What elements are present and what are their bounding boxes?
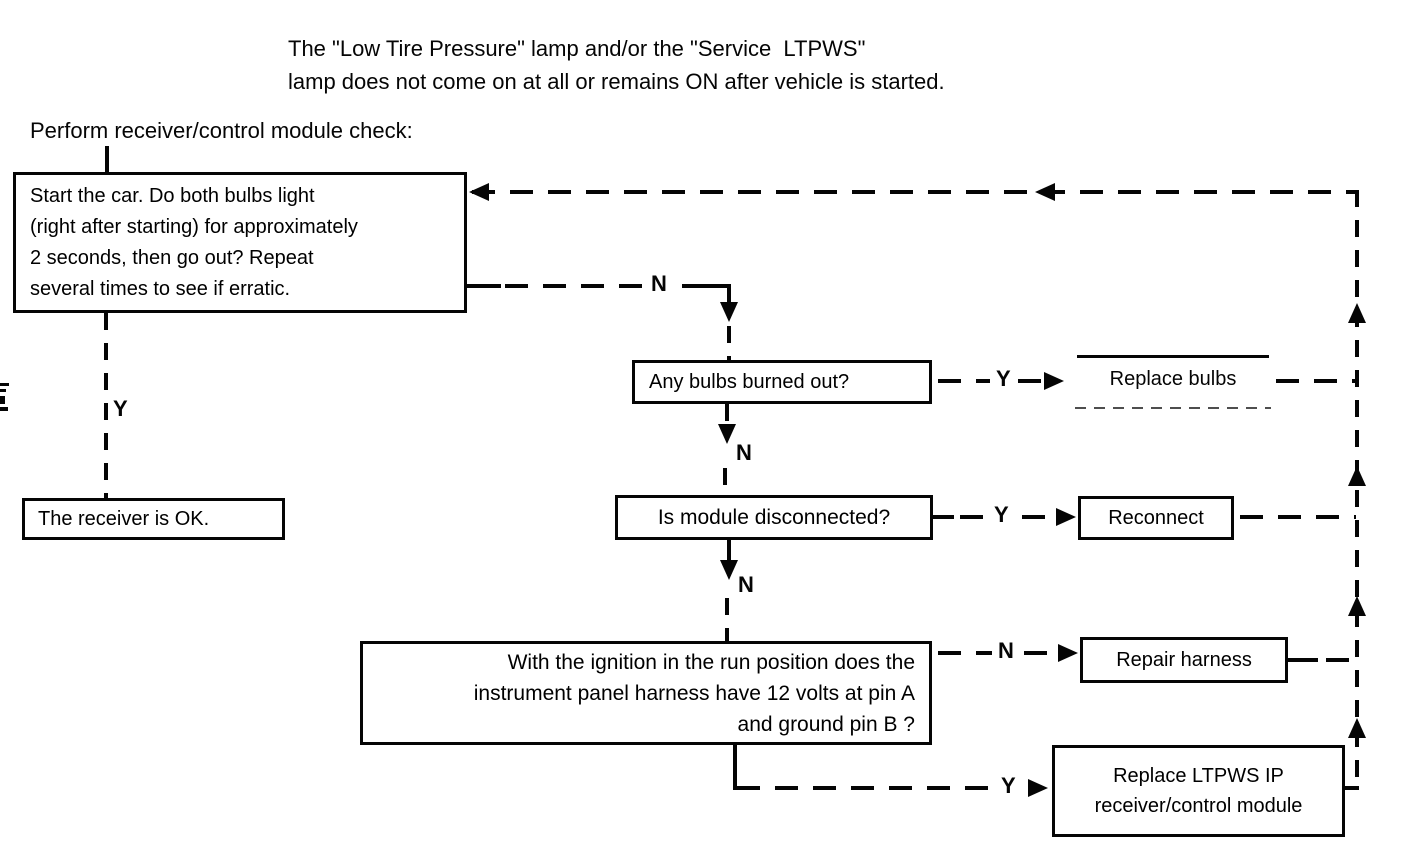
node-text-line: 2 seconds, then go out? Repeat [30, 246, 314, 269]
node-text-line: receiver/control module [1094, 795, 1303, 817]
edge-start-no-corner [727, 284, 731, 304]
node-text-line: Start the car. Do both bulbs light [30, 184, 315, 207]
arrowhead-up-icon [1348, 596, 1366, 616]
edge-repair-out-dash [1326, 658, 1356, 662]
edge-instruction-stub [105, 146, 109, 173]
node-text-line: With the ignition in the run position do… [507, 650, 915, 674]
node-text-line: several times to see if erratic. [30, 277, 291, 300]
edge-start-no-drop [727, 326, 731, 360]
edge-feedback-horizontal [472, 190, 1357, 194]
edge-start-yes-line [104, 313, 108, 498]
node-module-disconnected: Is module disconnected? [615, 495, 933, 540]
edge-ignition-yes-drop [733, 745, 737, 790]
edge-ignition-yes-dash [737, 786, 995, 790]
edge-start-no-stub [467, 284, 501, 288]
edge-label-ignition-no: N [998, 638, 1014, 663]
edge-label-bulbs-no: N [736, 440, 752, 465]
node-repair-harness: Repair harness [1080, 637, 1288, 683]
node-text-line: Is module disconnected? [657, 506, 891, 529]
edge-module-no-stub [727, 540, 731, 562]
edge-label-module-no: N [738, 572, 754, 597]
edge-ignition-no-dash2 [1024, 651, 1050, 655]
arrowhead-up-icon [1348, 303, 1366, 323]
edge-label-start-yes: Y [113, 396, 128, 421]
edge-module-no-drop [725, 598, 729, 641]
arrowhead-right-icon [1056, 508, 1076, 526]
node-bulbs-burned-out: Any bulbs burned out? [632, 360, 932, 404]
edge-feedback-vertical [1355, 190, 1359, 790]
node-replace-bulbs: Replace bulbs [1075, 355, 1271, 409]
instruction-text: Perform receiver/control module check: [30, 118, 413, 143]
node-text-line: Repair harness [1116, 648, 1252, 671]
edge-reconnect-out [1240, 515, 1356, 519]
arrowhead-right-icon [1044, 372, 1064, 390]
edge-module-yes-dash [960, 515, 988, 519]
edge-repair-out-stub [1288, 658, 1318, 662]
problem-statement-line1: The "Low Tire Pressure" lamp and/or the … [288, 36, 866, 61]
edge-bulbs-no-dash [725, 404, 729, 424]
edge-label-ignition-yes: Y [1001, 773, 1016, 798]
node-replace-module: Replace LTPWS IP receiver/control module [1052, 745, 1345, 837]
node-text-line: Reconnect [1108, 506, 1204, 529]
node-text-line: The receiver is OK. [38, 507, 210, 530]
edge-label-bulbs-yes: Y [996, 366, 1011, 391]
node-start-check: Start the car. Do both bulbs light (righ… [13, 172, 467, 313]
edge-label-module-yes: Y [994, 502, 1009, 527]
edge-bulbs-yes-dash2 [1018, 379, 1042, 383]
edge-label-start-no: N [651, 271, 667, 296]
node-text-line: Any bulbs burned out? [649, 370, 850, 393]
edge-replace-module-out [1345, 786, 1359, 790]
node-text-line: (right after starting) for approximately [30, 215, 358, 238]
arrowhead-down-icon [718, 424, 736, 444]
arrowhead-left-icon [469, 183, 489, 201]
arrowhead-down-icon [720, 560, 738, 580]
edge-bulbs-yes-dash [938, 379, 990, 383]
edge-replace-bulbs-out [1276, 379, 1356, 383]
edge-ignition-no-dash [938, 651, 992, 655]
node-text-line: Replace bulbs [1109, 368, 1237, 390]
node-receiver-ok: The receiver is OK. [22, 498, 285, 540]
arrowhead-up-icon [1348, 466, 1366, 486]
node-text-line: and ground pin B ? [737, 712, 915, 736]
node-ignition-voltage: With the ignition in the run position do… [360, 641, 932, 745]
problem-statement-line2: lamp does not come on at all or remains … [288, 69, 945, 94]
edge-start-no-line [682, 284, 731, 288]
edge-bulbs-no-drop [723, 468, 727, 495]
node-text-line: instrument panel harness have 12 volts a… [473, 681, 915, 705]
node-bottom-rule [1075, 407, 1271, 409]
node-reconnect: Reconnect [1078, 496, 1234, 540]
edge-module-yes-stub [930, 515, 954, 519]
edge-module-yes-dash2 [1022, 515, 1052, 519]
edge-start-no-dash [505, 284, 648, 288]
arrowhead-down-icon [720, 302, 738, 322]
arrowhead-right-icon [1028, 779, 1048, 797]
node-text-line: Replace LTPWS IP [1113, 765, 1284, 787]
node-top-rule [1077, 355, 1269, 358]
arrowhead-right-icon [1058, 644, 1078, 662]
arrowhead-up-icon [1348, 718, 1366, 738]
arrowhead-left-icon [1035, 183, 1055, 201]
